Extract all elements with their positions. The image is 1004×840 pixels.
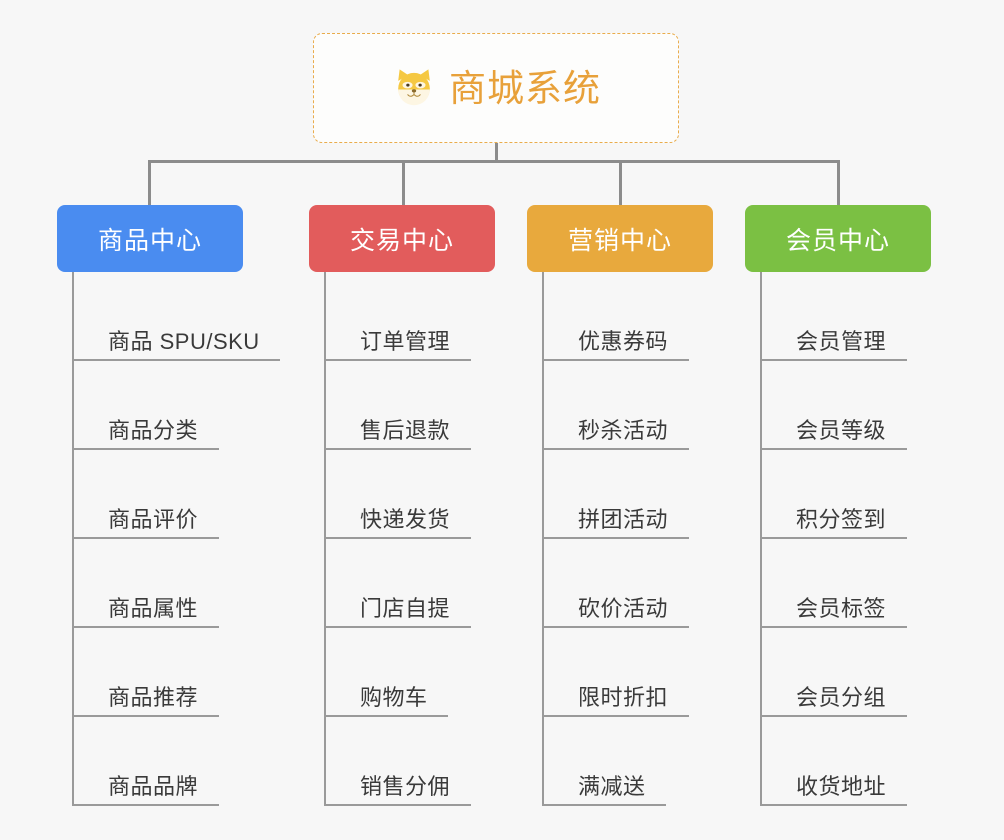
leaf-item[interactable]: 售后退款 — [324, 361, 471, 450]
root-title: 商城系统 — [449, 67, 601, 109]
leaf-label: 会员分组 — [796, 684, 887, 710]
leaf-spine-3 — [542, 272, 544, 806]
bus-line — [148, 160, 840, 163]
leaf-spine-4 — [760, 272, 762, 806]
category-box-4[interactable]: 会员中心 — [745, 205, 931, 272]
category-label-1: 商品中心 — [97, 226, 202, 255]
drop-line-3 — [619, 160, 622, 205]
leaf-item[interactable]: 商品属性 — [72, 539, 219, 628]
drop-line-2 — [402, 160, 405, 205]
leaf-item[interactable]: 积分签到 — [760, 450, 907, 539]
leaf-item[interactable]: 砍价活动 — [542, 539, 689, 628]
leaf-spine-2 — [324, 272, 326, 806]
leaf-item[interactable]: 订单管理 — [324, 272, 471, 361]
leaf-label: 销售分佣 — [360, 773, 451, 799]
leaf-item[interactable]: 满减送 — [542, 717, 666, 806]
leaf-item[interactable]: 销售分佣 — [324, 717, 471, 806]
leaf-label: 收货地址 — [796, 773, 887, 799]
root-node[interactable]: 商城系统 — [313, 33, 679, 143]
leaf-label: 积分签到 — [796, 506, 887, 532]
leaf-item[interactable]: 限时折扣 — [542, 628, 689, 717]
leaf-label: 会员等级 — [796, 417, 887, 443]
leaf-item[interactable]: 商品分类 — [72, 361, 219, 450]
leaf-item[interactable]: 拼团活动 — [542, 450, 689, 539]
leaf-label: 订单管理 — [360, 328, 451, 354]
leaf-label: 购物车 — [360, 684, 428, 710]
category-label-2: 交易中心 — [349, 226, 454, 255]
leaf-label: 商品品牌 — [108, 773, 199, 799]
leaf-item[interactable]: 购物车 — [324, 628, 448, 717]
leaf-label: 商品分类 — [108, 417, 199, 443]
leaf-item[interactable]: 快递发货 — [324, 450, 471, 539]
leaf-item[interactable]: 收货地址 — [760, 717, 907, 806]
leaf-label: 限时折扣 — [578, 684, 669, 710]
leaf-label: 会员标签 — [796, 595, 887, 621]
leaf-label: 商品 SPU/SKU — [108, 328, 260, 354]
leaf-label: 商品属性 — [108, 595, 199, 621]
category-box-2[interactable]: 交易中心 — [309, 205, 495, 272]
leaf-item[interactable]: 商品评价 — [72, 450, 219, 539]
leaf-item[interactable]: 商品 SPU/SKU — [72, 272, 280, 361]
drop-line-1 — [148, 160, 151, 205]
leaf-label: 优惠券码 — [578, 328, 669, 354]
leaf-item[interactable]: 会员分组 — [760, 628, 907, 717]
leaf-item[interactable]: 会员标签 — [760, 539, 907, 628]
leaf-item[interactable]: 会员等级 — [760, 361, 907, 450]
leaf-label: 商品推荐 — [108, 684, 199, 710]
category-box-1[interactable]: 商品中心 — [57, 205, 243, 272]
leaf-label: 商品评价 — [108, 506, 199, 532]
leaf-label: 会员管理 — [796, 328, 887, 354]
category-label-3: 营销中心 — [567, 226, 672, 255]
leaf-spine-1 — [72, 272, 74, 806]
leaf-item[interactable]: 商品推荐 — [72, 628, 219, 717]
leaf-label: 满减送 — [578, 773, 646, 799]
category-label-4: 会员中心 — [785, 226, 890, 255]
shiba-dog-face-icon — [398, 69, 430, 106]
leaf-item[interactable]: 门店自提 — [324, 539, 471, 628]
leaf-label: 砍价活动 — [578, 595, 669, 621]
leaf-item[interactable]: 秒杀活动 — [542, 361, 689, 450]
leaf-label: 售后退款 — [360, 417, 451, 443]
leaf-item[interactable]: 优惠券码 — [542, 272, 689, 361]
leaf-label: 拼团活动 — [578, 506, 669, 532]
leaf-label: 快递发货 — [360, 506, 451, 532]
leaf-item[interactable]: 会员管理 — [760, 272, 907, 361]
category-box-3[interactable]: 营销中心 — [527, 205, 713, 272]
drop-line-4 — [837, 160, 840, 205]
root-stem-line — [495, 143, 498, 163]
leaf-item[interactable]: 商品品牌 — [72, 717, 219, 806]
leaf-label: 门店自提 — [360, 595, 451, 621]
leaf-label: 秒杀活动 — [578, 417, 669, 443]
